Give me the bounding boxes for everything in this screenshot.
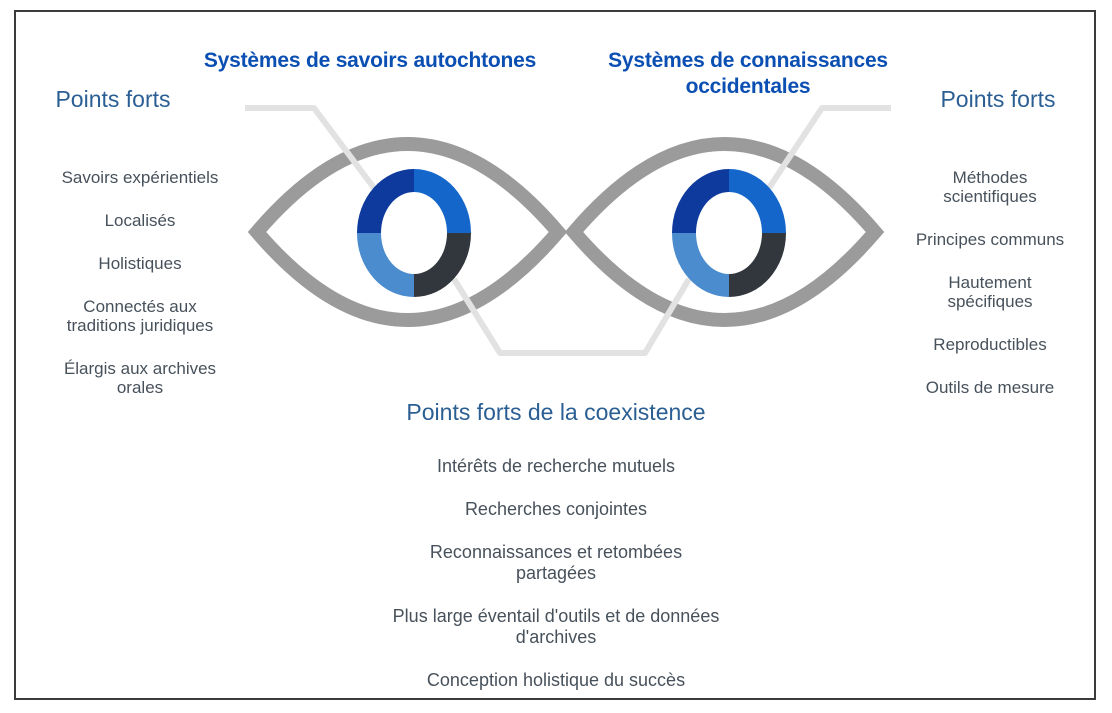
list-item: Holistiques [98,254,182,273]
left-donut-topright-segment [414,169,471,233]
list-item: Savoirs expérientiels [61,168,219,187]
coexistence-strengths-heading: Points forts de la coexistence [406,399,706,425]
coexistence-strengths-list: Intérêts de recherche mutuels Recherches… [331,456,781,713]
list-item: Élargis aux archives orales [63,359,217,397]
border-frame [14,10,1096,700]
list-item: Plus large éventail d'outils et de donné… [392,606,720,647]
list-item: Reproductibles [933,335,1047,354]
right-donut-topright-segment [729,169,786,233]
list-item: Principes communs [915,230,1065,249]
list-item: Localisés [104,211,176,230]
right-strengths-list: Méthodes scientifiques Principes communs… [878,168,1102,421]
left-strengths-heading: Points forts [55,86,171,112]
right-donut-bottomleft-segment [672,233,729,297]
left-callout-line [245,105,377,190]
list-item: Recherches conjointes [464,499,648,519]
list-item: Conception holistique du succès [426,670,686,690]
left-donut-chart [357,169,471,297]
title-western-systems: Systèmes de connaissances occidentales [608,49,888,98]
coexistence-callout-line [451,277,692,356]
left-strengths-list: Savoirs expérientiels Localisés Holistiq… [25,168,255,421]
list-item: Hautement spécifiques [947,273,1033,311]
left-donut-topleft-segment [357,169,414,233]
right-donut-bottomright-segment [729,233,786,297]
right-callout-line [766,105,891,190]
right-strengths-heading: Points forts [940,86,1056,112]
title-indigenous-systems: Systèmes de savoirs autochtones [203,49,537,72]
right-donut-chart [672,169,786,297]
list-item: Intérêts de recherche mutuels [436,456,676,476]
right-donut-topleft-segment [672,169,729,233]
list-item: Outils de mesure [925,378,1055,397]
list-item: Connectés aux traditions juridiques [66,297,214,335]
left-donut-bottomright-segment [414,233,471,297]
list-item: Méthodes scientifiques [943,168,1037,206]
left-donut-bottomleft-segment [357,233,414,297]
list-item: Reconnaissances et retombées partagées [429,542,683,583]
